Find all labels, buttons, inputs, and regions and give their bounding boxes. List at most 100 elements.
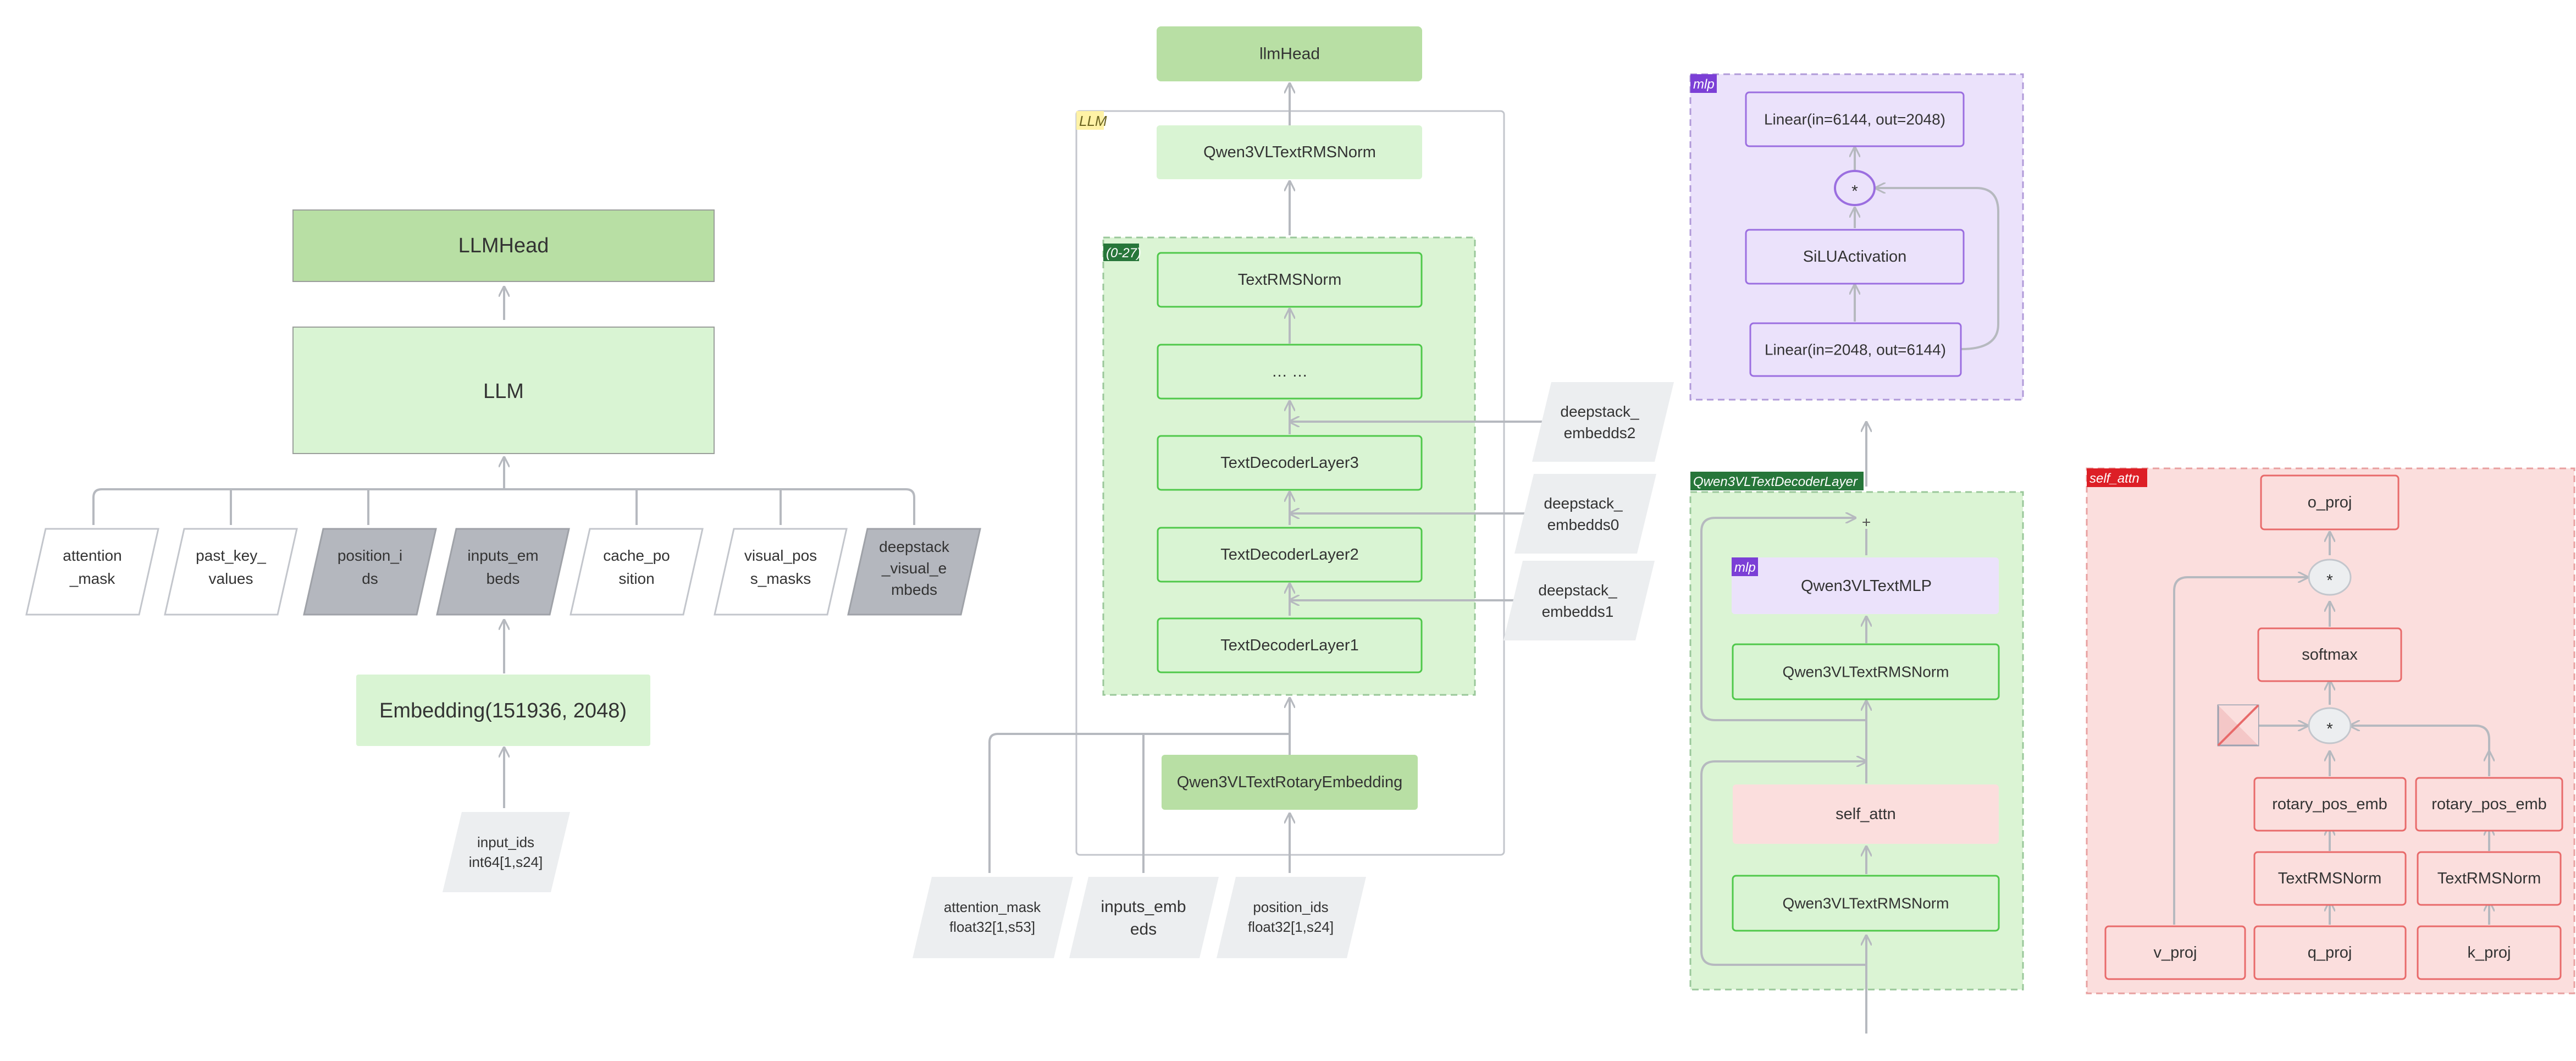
overview-input-past-key-values: past_key_ values [164, 528, 298, 616]
layer-label: … … [1272, 363, 1308, 380]
decoder-mlp-label: Qwen3VLTextMLP [1801, 577, 1932, 595]
deepstack-label: deepstack_ [1538, 582, 1617, 599]
mlp-up-proj: Linear(in=2048, out=6144) [1749, 322, 1962, 377]
layer-label: TextRMSNorm [1238, 271, 1342, 289]
llm-input-position-ids: position_ids float32[1,s24] [1217, 877, 1366, 958]
rotary-q-label: rotary_pos_emb [2272, 795, 2387, 813]
mlp-activation: SiLUActivation [1745, 229, 1965, 285]
deepstack-label: deepstack_ [1544, 495, 1623, 512]
norm-q-node: TextRMSNorm [2253, 851, 2407, 906]
llm-node: LLM [292, 327, 715, 454]
mlp-activation-label: SiLUActivation [1803, 248, 1907, 266]
final-norm-label: Qwen3VLTextRMSNorm [1203, 143, 1376, 161]
self-attn-section: self_attn o_proj * softmax [2086, 467, 2575, 994]
decoder-mlp-node: mlp Qwen3VLTextMLP [1732, 557, 1999, 614]
input-label-line: _visual_e [881, 560, 947, 577]
deepstack-label: deepstack_ [1560, 403, 1639, 420]
input-ids-label: input_ids [477, 834, 534, 850]
mlp-up-label: Linear(in=2048, out=6144) [1765, 341, 1946, 358]
input-label-line: sition [618, 570, 654, 587]
deepstack-embedds0: deepstack_ embedds0 [1514, 474, 1656, 554]
residual-add-label: + [1862, 514, 1871, 531]
input-label-line: attention [63, 547, 121, 564]
input-label-line: position_i [338, 547, 402, 564]
input-label-line: values [209, 570, 253, 587]
v-proj-label: v_proj [2154, 944, 2197, 961]
llmhead-node: LLMHead [292, 209, 715, 282]
deepstack-label: embedds1 [1542, 603, 1614, 620]
input-label-line: beds [487, 570, 520, 587]
decoder-section: Qwen3VLTextDecoderLayer + mlp Qwen3VLTex… [1689, 472, 2024, 1034]
norm-q-label: TextRMSNorm [2278, 870, 2382, 887]
llm-head-label: llmHead [1259, 45, 1320, 63]
deepstack-label: embedds2 [1564, 424, 1636, 441]
llm-tag: LLM [1079, 113, 1107, 129]
decoder-mlp-tag-bg [1732, 557, 1758, 576]
mlp-multiply-label: * [1851, 183, 1858, 201]
input-label-line: _mask [69, 570, 115, 587]
layer-label: TextDecoderLayer1 [1220, 637, 1358, 654]
decoder-self-attn-node: self_attn [1733, 784, 1999, 844]
input-label-line: past_key_ [196, 547, 266, 564]
llm-detail-section: LLM (0-27) llmHead Qwen3VLTextRMSNorm [913, 26, 1674, 958]
decoder-post-norm-label: Qwen3VLTextRMSNorm [1783, 664, 1949, 681]
rotary-k-node: rotary_pos_emb [2415, 777, 2563, 832]
rotary-q-node: rotary_pos_emb [2253, 777, 2407, 832]
layer-decoder-1: TextDecoderLayer1 [1157, 617, 1423, 673]
mlp-tag-bg [1690, 74, 1717, 93]
layer-label: TextDecoderLayer3 [1220, 454, 1358, 472]
llm-tag-bg [1076, 111, 1104, 130]
layers-tag: (0-27) [1106, 246, 1141, 261]
o-proj-node: o_proj [2260, 474, 2400, 530]
overview-input-inputs-embeds: inputs_em beds [436, 528, 570, 616]
layer-label: TextDecoderLayer2 [1220, 546, 1358, 563]
o-proj-label: o_proj [2308, 494, 2352, 511]
k-proj-label: k_proj [2468, 944, 2511, 961]
final-norm-node: Qwen3VLTextRMSNorm [1157, 125, 1422, 179]
llm-input-type: float32[1,s53] [949, 919, 1035, 935]
norm-k-node: TextRMSNorm [2417, 851, 2562, 906]
overview-input-position-ids: position_i ds [303, 528, 437, 616]
llm-head-node: llmHead [1157, 26, 1422, 81]
layer-decoder-3: TextDecoderLayer3 [1157, 435, 1423, 491]
decoder-mlp-tag: mlp [1734, 560, 1756, 575]
self-attn-tag: self_attn [2089, 471, 2140, 486]
decoder-input-norm-label: Qwen3VLTextRMSNorm [1783, 895, 1949, 912]
norm-k-label: TextRMSNorm [2437, 870, 2541, 887]
decoder-input-norm: Qwen3VLTextRMSNorm [1732, 875, 2000, 932]
mlp-multiply-op: * [1834, 170, 1876, 206]
embedding-label: Embedding(151936, 2048) [379, 699, 627, 722]
q-proj-node: q_proj [2253, 925, 2407, 980]
overview-input-visual-pos-masks: visual_pos s_masks [714, 528, 848, 616]
input-label-line: ds [362, 570, 378, 587]
decoder-tag: Qwen3VLTextDecoderLayer [1693, 474, 1858, 489]
softmax-label: softmax [2302, 646, 2358, 664]
mlp-down-label: Linear(in=6144, out=2048) [1764, 111, 1945, 128]
input-label-line: cache_po [603, 547, 670, 564]
llm-input-label: attention_mask [944, 899, 1041, 915]
input-label-line: visual_pos [744, 547, 817, 564]
llm-input-inputs-embeds: inputs_emb eds [1069, 877, 1219, 958]
deepstack-embedds1: deepstack_ embedds1 [1503, 561, 1655, 640]
mlp-section: mlp Linear(in=6144, out=2048) * SiLUActi… [1689, 73, 2024, 487]
attn-mul-label: * [2326, 720, 2333, 738]
rotary-embedding-node: Qwen3VLTextRotaryEmbedding [1162, 755, 1418, 810]
attn-mul-op-top: * [2308, 559, 2352, 596]
softmax-node: softmax [2257, 627, 2402, 682]
llm-label: LLM [483, 380, 524, 403]
llm-input-label: inputs_emb [1101, 898, 1186, 916]
input-label-line: deepstack [879, 538, 950, 555]
llm-input-attention-mask: attention_mask float32[1,s53] [913, 877, 1073, 958]
input-ids-node: input_ids int64[1,s24] [443, 812, 570, 892]
overview-input-attention-mask: attention _mask [25, 528, 159, 616]
llm-input-label: eds [1130, 920, 1157, 938]
attn-mul-op-bottom: * [2308, 707, 2352, 744]
layer-decoder-2: TextDecoderLayer2 [1157, 527, 1423, 583]
embedding-node: Embedding(151936, 2048) [356, 675, 650, 746]
input-label-line: mbeds [891, 581, 937, 598]
overview-section: LLMHead LLM attention _mask past_key_ va… [25, 209, 981, 892]
v-proj-node: v_proj [2104, 925, 2246, 980]
rotary-label: Qwen3VLTextRotaryEmbedding [1177, 773, 1403, 791]
decoder-post-norm: Qwen3VLTextRMSNorm [1732, 643, 2000, 700]
layers-tag-bg [1103, 244, 1139, 261]
